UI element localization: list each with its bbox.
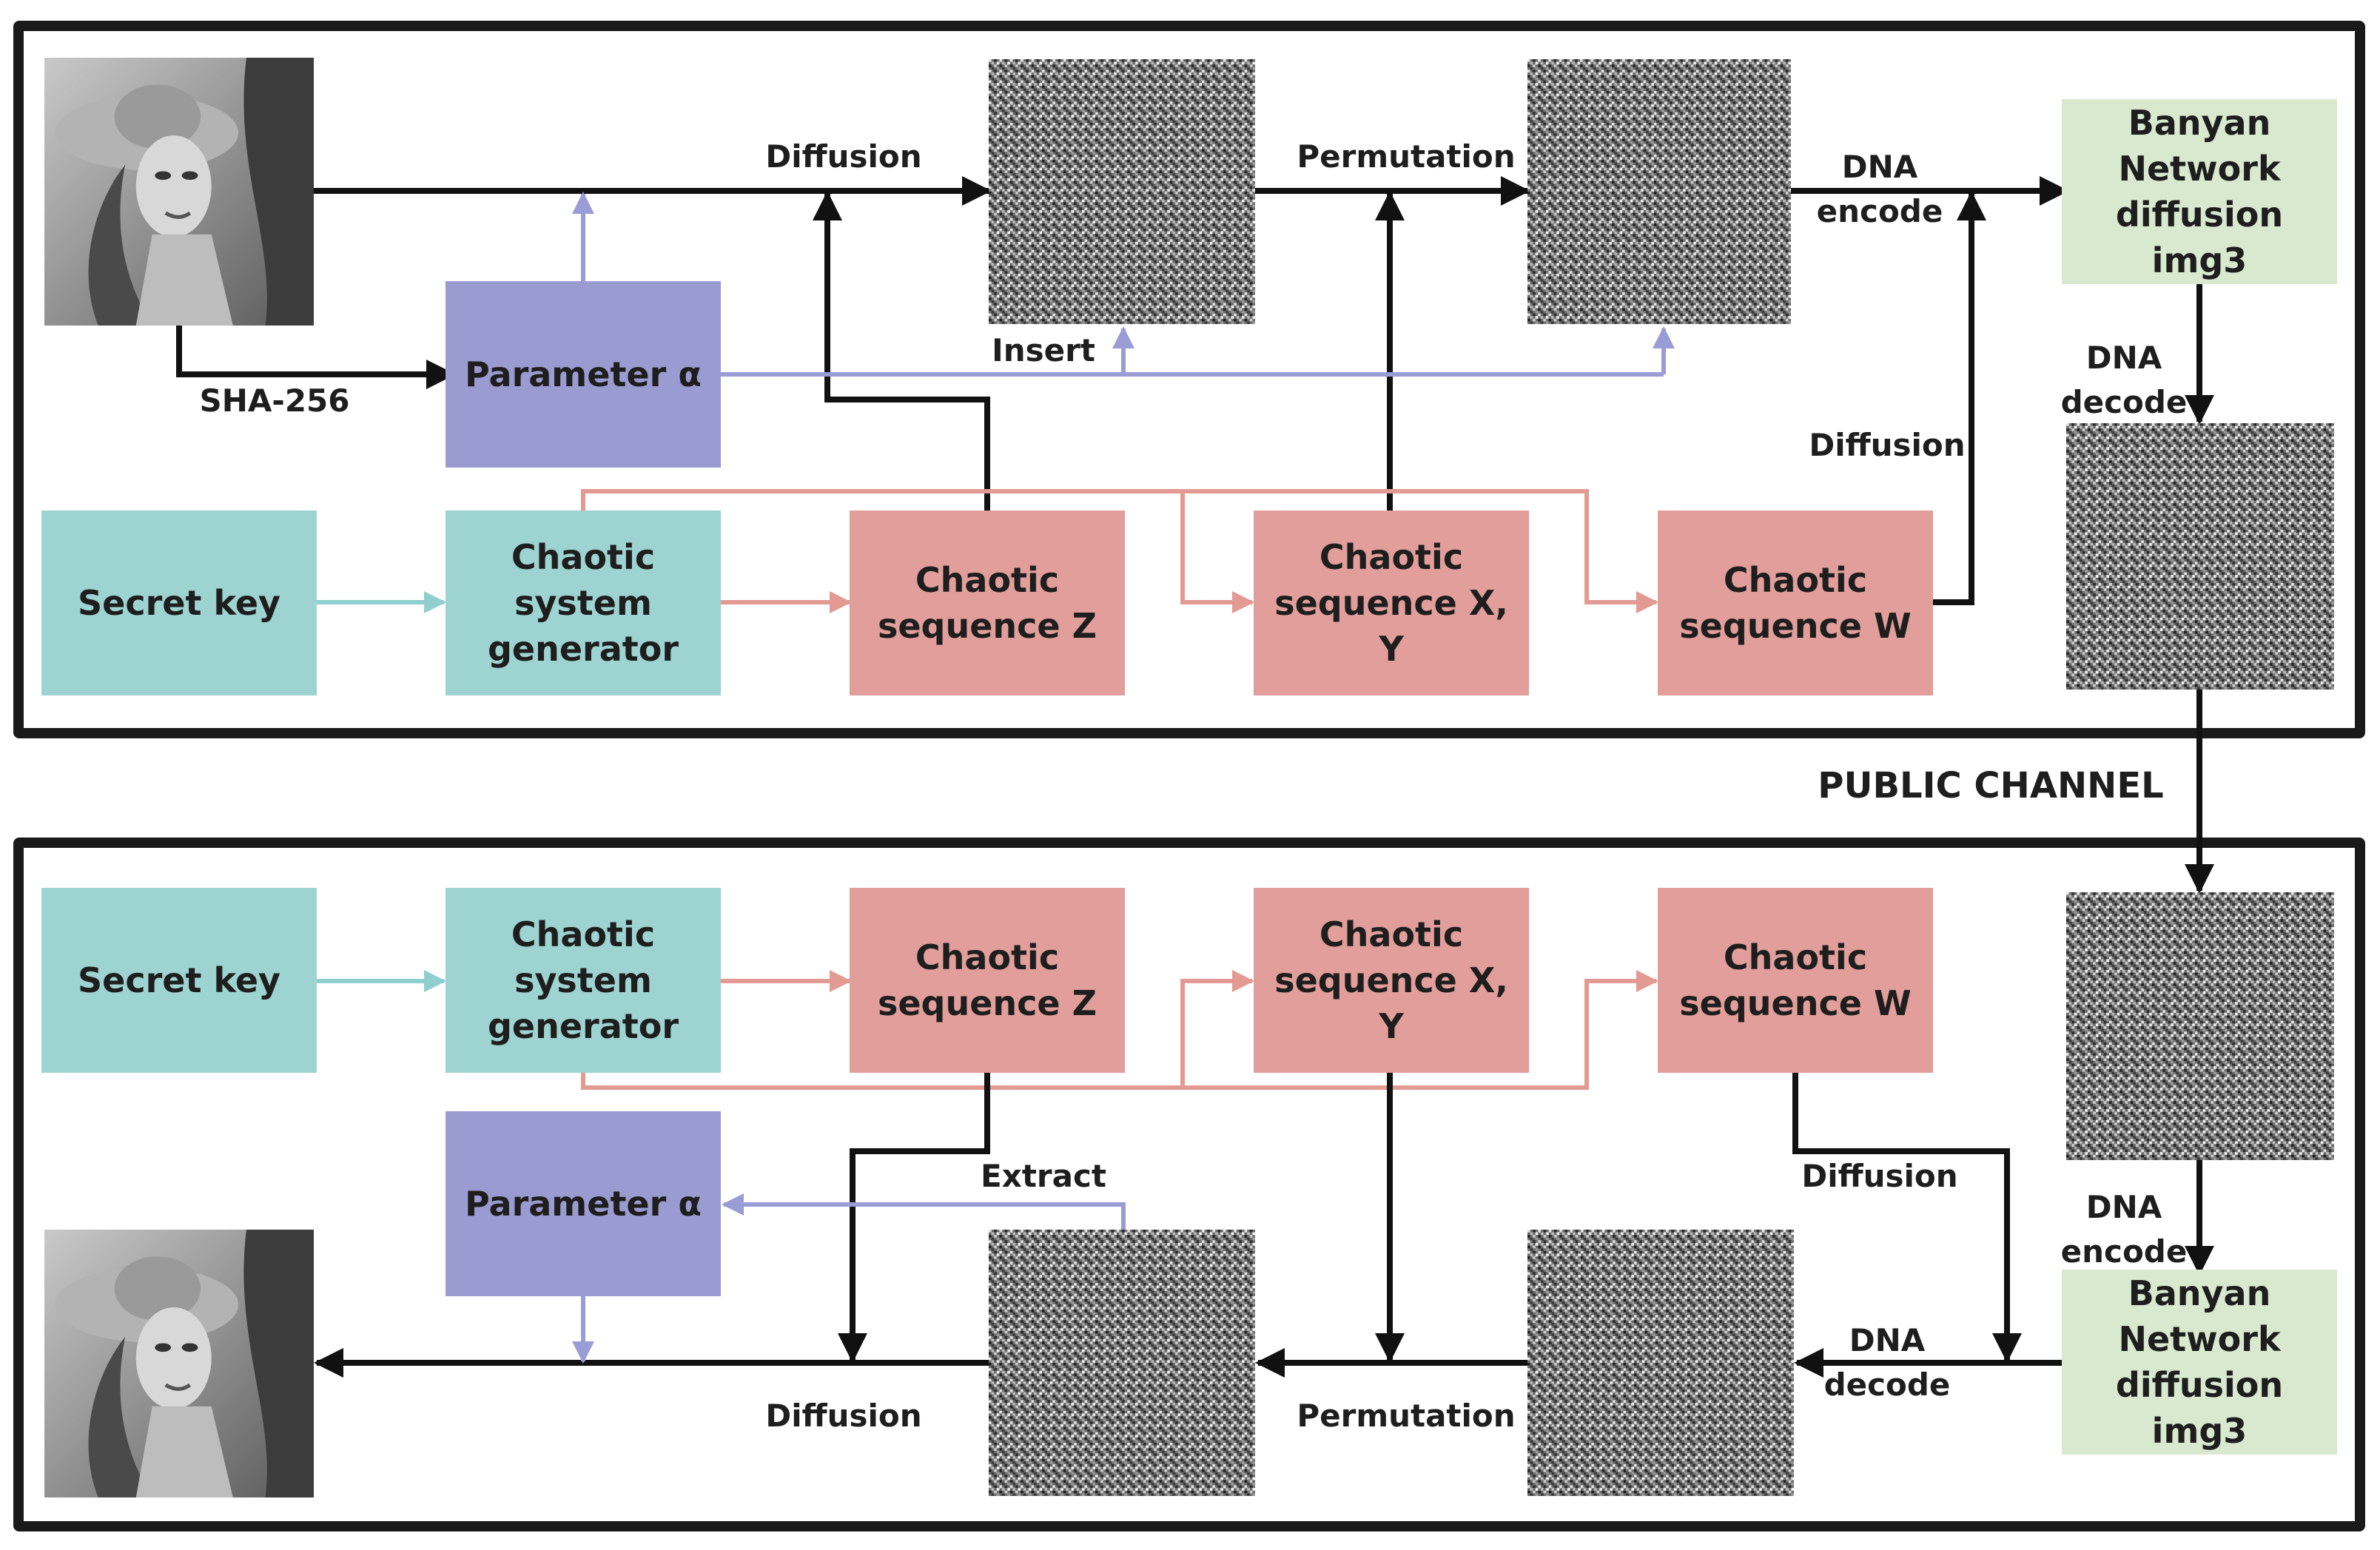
enc-dna-encode-label: DNA encode (1816, 149, 1943, 229)
enc-insert-label: Insert (992, 332, 1095, 368)
enc-secret-key-box: Secret key (41, 511, 317, 695)
enc-sha256-label: SHA-256 (199, 383, 350, 419)
plain-image-icon (44, 58, 314, 326)
enc-salmon-bus (581, 489, 1658, 613)
enc-parameter-alpha-box: Parameter α (446, 281, 721, 468)
dec-chaotic-sequence-z-box: Chaotic sequence Z (850, 888, 1125, 1073)
enc-chaotic-sequence-w-box: Chaotic sequence W (1658, 511, 1933, 695)
dec-chaotic-system-generator-box: Chaotic system generator (446, 888, 721, 1073)
dec-salmon-bus (581, 970, 1658, 1090)
dec-salmon-to-xy (1180, 970, 1254, 1088)
dec-decoded-image-icon (1527, 1230, 1794, 1496)
decrypted-image-icon (44, 1230, 314, 1497)
enc-cipher-image-icon (2066, 423, 2334, 690)
dec-dna-encode-label: DNA encode (2060, 1189, 2188, 1270)
enc-chaotic-sequence-z-box: Chaotic sequence Z (850, 511, 1125, 695)
enc-chaotic-sequence-xy-box: Chaotic sequence X, Y (1254, 511, 1529, 695)
decryption-frame (13, 838, 2365, 1532)
dec-violet-extract (722, 1193, 1126, 1230)
dec-chaotic-sequence-w-box: Chaotic sequence W (1658, 888, 1933, 1073)
dec-diffusion-label: Diffusion (765, 1398, 922, 1434)
enc-dna-decode-label: DNA decode (2060, 340, 2188, 420)
enc-diffused-image-icon (989, 59, 1255, 324)
dec-permuted-image-icon (989, 1230, 1255, 1496)
enc-diffusion-label: Diffusion (765, 138, 922, 175)
public-channel-label: PUBLIC CHANNEL (1818, 765, 2164, 806)
dec-banyan-network-box: Banyan Network diffusion img3 (2062, 1270, 2337, 1455)
enc-arrow-sha256 (176, 326, 456, 389)
enc-salmon-to-xy (1180, 491, 1254, 613)
enc-permuted-image-icon (1527, 59, 1791, 324)
encryption-frame (13, 21, 2365, 738)
dec-secret-key-box: Secret key (41, 888, 317, 1073)
enc-arrow-z-to-diffusion (813, 191, 990, 511)
dec-arrow-w-diffusion (1792, 1073, 2022, 1363)
dec-dna-decode-label: DNA decode (1823, 1322, 1951, 1403)
dec-arrow-z-diffusion (838, 1073, 990, 1363)
dec-parameter-alpha-box: Parameter α (446, 1111, 721, 1296)
dec-diffusion-w-label: Diffusion (1801, 1158, 1958, 1194)
enc-banyan-network-box: Banyan Network diffusion img3 (2062, 99, 2337, 284)
enc-chaotic-system-generator-box: Chaotic system generator (446, 511, 721, 695)
dec-extract-label: Extract (981, 1158, 1106, 1194)
dec-permutation-label: Permutation (1297, 1398, 1516, 1434)
dec-received-image-icon (2066, 892, 2334, 1160)
dec-chaotic-sequence-xy-box: Chaotic sequence X, Y (1254, 888, 1529, 1073)
enc-diffusion-w-label: Diffusion (1809, 427, 1966, 463)
enc-permutation-label: Permutation (1297, 138, 1516, 175)
enc-arrow-w-to-dnaencode (1933, 191, 1986, 605)
